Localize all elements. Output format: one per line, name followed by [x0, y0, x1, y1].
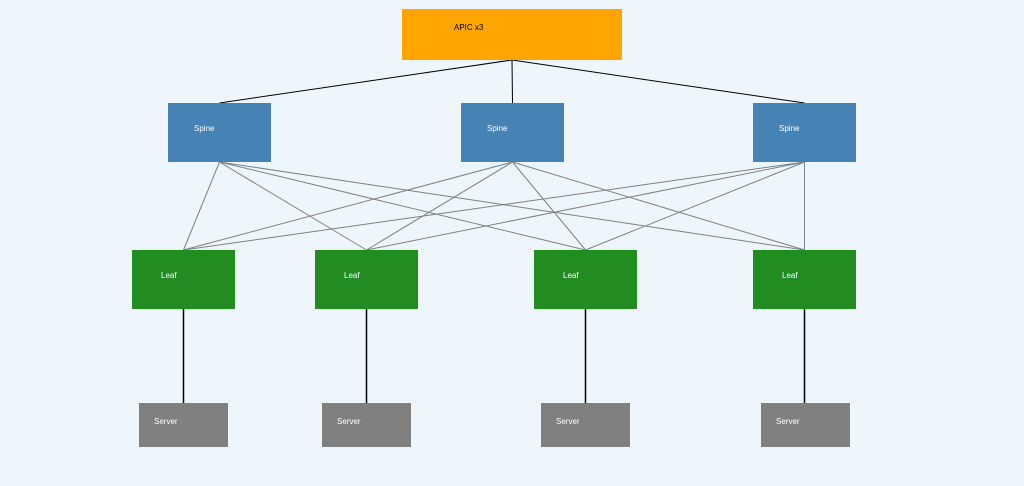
apic-spine-link: [511, 59, 513, 104]
spine-leaf-link: [585, 161, 805, 251]
spine-label: Spine: [487, 124, 508, 133]
leaf-label: Leaf: [161, 271, 177, 280]
server-links: [182, 309, 806, 403]
spine-node-2[interactable]: Spine: [461, 103, 564, 162]
server-node-1[interactable]: Server: [139, 403, 228, 447]
apic-spine-link: [219, 59, 513, 104]
leaf-node-4[interactable]: Leaf: [753, 250, 856, 309]
fabric-links: [183, 161, 805, 251]
server-label: Server: [154, 417, 178, 426]
server-node-2[interactable]: Server: [322, 403, 411, 447]
leaf-node-2[interactable]: Leaf: [315, 250, 418, 309]
spine-leaf-link: [219, 161, 805, 251]
spine-leaf-link: [512, 161, 586, 251]
leaf-label: Leaf: [344, 271, 360, 280]
spine-leaf-link: [366, 161, 513, 251]
spine-leaf-link: [183, 161, 805, 251]
spine-leaf-link: [366, 161, 805, 251]
spine-leaf-link: [183, 161, 220, 251]
spine-leaf-link: [512, 161, 805, 251]
leaf-label: Leaf: [782, 271, 798, 280]
leaf-node-1[interactable]: Leaf: [132, 250, 235, 309]
server-node-3[interactable]: Server: [541, 403, 630, 447]
spine-leaf-link: [183, 161, 513, 251]
apic-cluster-box[interactable]: APIC x3: [402, 9, 622, 60]
spine-node-3[interactable]: Spine: [753, 103, 856, 162]
server-node-4[interactable]: Server: [761, 403, 850, 447]
leaf-label: Leaf: [563, 271, 579, 280]
spine-label: Spine: [779, 124, 800, 133]
server-label: Server: [776, 417, 800, 426]
leaf-node-3[interactable]: Leaf: [534, 250, 637, 309]
apic-spine-link: [511, 59, 805, 104]
server-label: Server: [337, 417, 361, 426]
spine-leaf-link: [219, 161, 586, 251]
spine-leaf-link: [219, 161, 367, 251]
apic-links: [219, 59, 805, 104]
spine-node-1[interactable]: Spine: [168, 103, 271, 162]
spine-label: Spine: [194, 124, 215, 133]
server-label: Server: [556, 417, 580, 426]
apic-label: APIC x3: [454, 23, 484, 32]
